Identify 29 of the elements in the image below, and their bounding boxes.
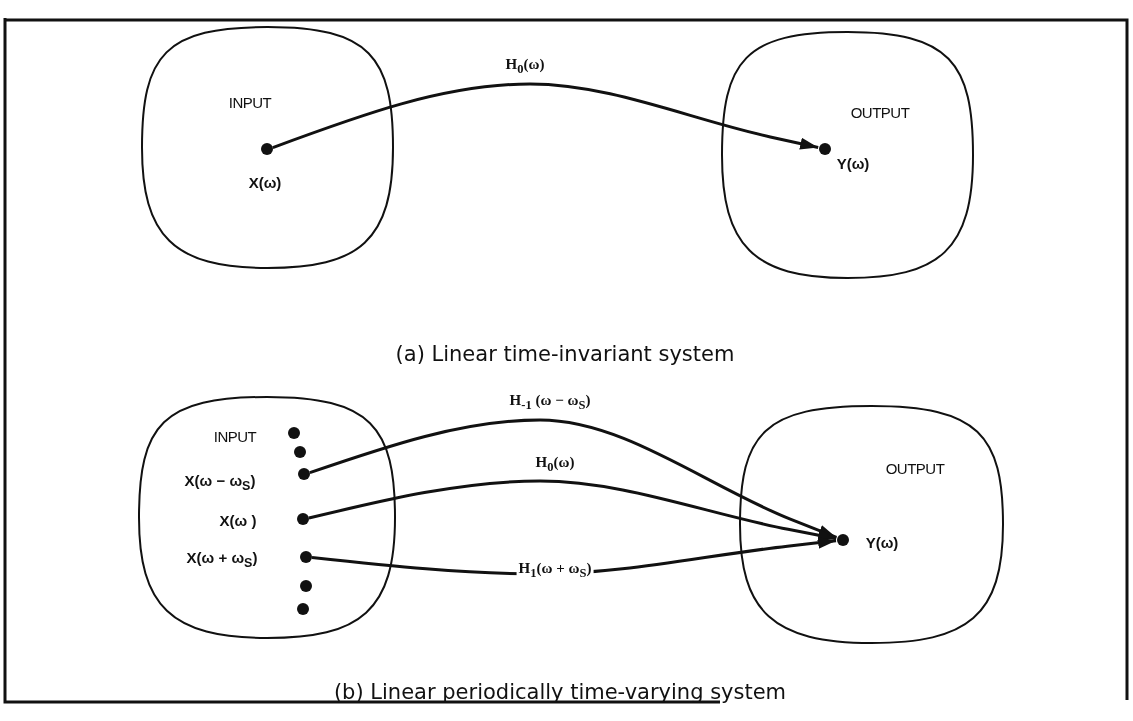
set-blob bbox=[140, 25, 395, 270]
signal-dot bbox=[837, 534, 849, 546]
variable-label: X(ω − ω$_{S}$) bbox=[184, 471, 256, 493]
set-blob bbox=[137, 395, 397, 640]
signal-dot bbox=[297, 513, 309, 525]
set-title: OUTPUT bbox=[850, 103, 910, 121]
arrow bbox=[308, 479, 837, 542]
variable-label: Y(ω) bbox=[836, 154, 870, 172]
variable-label: X(ω ) bbox=[219, 511, 257, 529]
signal-dot bbox=[300, 551, 312, 563]
set-title: INPUT bbox=[228, 93, 272, 111]
set-title: OUTPUT bbox=[885, 459, 945, 477]
variable-label: X(ω + ω$_{S}$) bbox=[186, 548, 258, 570]
set-blob bbox=[720, 30, 975, 280]
caption: (b) Linear periodically time-varying system bbox=[333, 680, 787, 704]
variable-label: X(ω) bbox=[248, 173, 282, 191]
set-title: INPUT bbox=[213, 427, 257, 445]
signal-dot bbox=[298, 468, 310, 480]
signal-dot bbox=[288, 427, 300, 439]
caption: (a) Linear time-invariant system bbox=[395, 342, 735, 366]
arrow bbox=[272, 82, 819, 150]
signal-dot bbox=[819, 143, 831, 155]
arrow bbox=[309, 418, 838, 539]
set-blob bbox=[738, 404, 1005, 645]
signal-dot bbox=[300, 580, 312, 592]
signal-dot bbox=[294, 446, 306, 458]
variable-label: Y(ω) bbox=[865, 533, 899, 551]
signal-dot bbox=[261, 143, 273, 155]
signal-dot bbox=[297, 603, 309, 615]
